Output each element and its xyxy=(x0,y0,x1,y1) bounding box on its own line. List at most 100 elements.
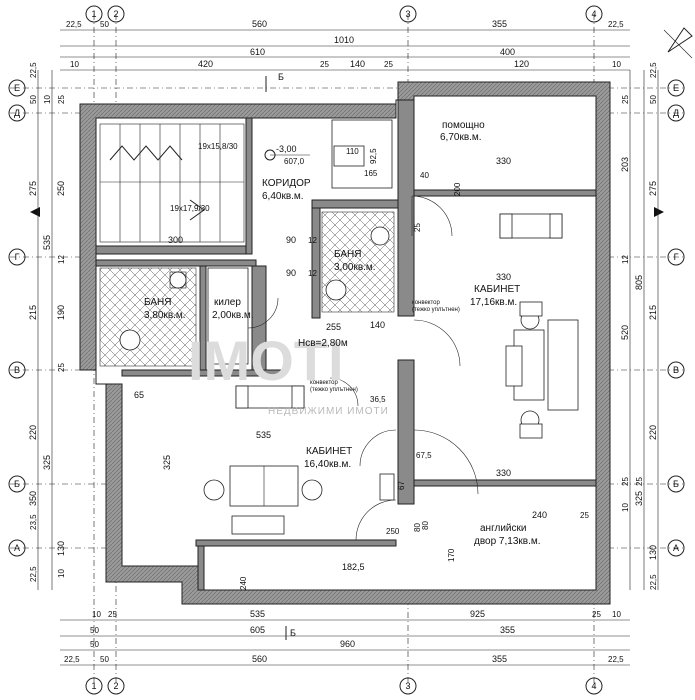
dim-text: 25 xyxy=(621,95,630,104)
dim-text: 36,5 xyxy=(370,395,386,404)
axis-label: В xyxy=(14,365,20,375)
dim-text: 22,5 xyxy=(29,566,38,582)
dim-text: 50 xyxy=(90,640,99,649)
dim-text: 250 xyxy=(386,527,400,536)
bottom-dimensions: 10 25 535 925 25 10 50 605 355 50 960 22… xyxy=(60,609,630,666)
stair-note: 19x17,9/30 xyxy=(170,204,210,213)
dim-text: 120 xyxy=(514,59,529,69)
dim-text: 165 xyxy=(364,169,378,178)
dim-text: 560 xyxy=(252,19,267,29)
room-name: КАБИНЕТ xyxy=(306,446,352,457)
dim-text: 535 xyxy=(256,430,271,440)
dim-text: 25 xyxy=(621,477,630,486)
dim-text: 330 xyxy=(496,468,511,478)
level-sub: 607,0 xyxy=(284,157,305,166)
watermark: IMOTI НЕДВИЖИМИ ИМОТИ xyxy=(188,329,388,417)
dim-text: 220 xyxy=(648,425,658,440)
dim-text: 50 xyxy=(90,626,99,635)
office-furniture-left xyxy=(203,385,395,535)
axis-label: Г xyxy=(674,252,679,262)
dim-text: 10 xyxy=(43,95,52,104)
dim-text: 250 xyxy=(56,181,66,196)
dim-text: 22,5 xyxy=(649,574,658,590)
axis-label: А xyxy=(14,543,20,553)
dim-text: 325 xyxy=(42,455,52,470)
axis-bubbles: 1 2 3 4 1 2 3 4 E Д Г В Б А E Д Г В Б А xyxy=(8,5,685,695)
room-area: 2,00кв.м. xyxy=(212,310,254,321)
dim-text: 67,5 xyxy=(416,451,432,460)
dim-text: 50 xyxy=(29,95,38,104)
north-arrow-icon xyxy=(663,27,693,59)
dim-text: 25 xyxy=(413,223,422,232)
dim-text: 10 xyxy=(70,60,79,69)
dim-text: 90 xyxy=(286,235,296,245)
dim-text: 140 xyxy=(350,59,365,69)
section-mark-label: Б xyxy=(290,628,296,638)
dim-text: 535 xyxy=(42,235,52,250)
axis-label: 1 xyxy=(91,9,96,19)
dim-text: 80 xyxy=(421,521,430,530)
stairs: 19x15,8/30 19x17,9/30 xyxy=(99,123,245,243)
axis-label: В xyxy=(673,365,679,375)
room-labels: помощно 6,70кв.м. КОРИДОР 6,40кв.м. БАНЯ… xyxy=(144,120,541,547)
axis-label: 4 xyxy=(591,681,596,691)
dim-text: 925 xyxy=(470,609,485,619)
dim-text: 25 xyxy=(592,610,601,619)
dim-text: 12 xyxy=(308,236,317,245)
axis-label: Б xyxy=(14,479,20,489)
room-area: 6,70кв.м. xyxy=(440,132,482,143)
room-area: 3,00кв.м. xyxy=(334,262,376,273)
bathroom-fixtures xyxy=(99,119,395,367)
dim-text: 22,5 xyxy=(608,655,624,664)
dim-text: 275 xyxy=(648,181,658,196)
dim-text: 275 xyxy=(28,181,38,196)
dim-text: 22,5 xyxy=(608,20,624,29)
room-name: БАНЯ xyxy=(334,249,361,260)
dim-text: 182,5 xyxy=(342,562,365,572)
dim-text: 50 xyxy=(649,95,658,104)
dim-text: 22,5 xyxy=(649,62,658,78)
level-marker: -3,00 607,0 xyxy=(264,144,310,166)
axis-label: 3 xyxy=(405,9,410,19)
dim-text: 520 xyxy=(620,325,630,340)
dim-text: 610 xyxy=(250,47,265,57)
axis-label: А xyxy=(673,543,679,553)
stair-note: 19x15,8/30 xyxy=(198,142,238,151)
dim-text: 25 xyxy=(57,363,66,372)
dim-text: 203 xyxy=(620,157,630,172)
dim-text: 960 xyxy=(340,639,355,649)
dim-text: 400 xyxy=(500,47,515,57)
dim-text: 300 xyxy=(168,235,183,245)
dim-text: 25 xyxy=(57,95,66,104)
convector-note: (тежко уплътнен) xyxy=(412,307,460,313)
dim-text: 170 xyxy=(447,548,456,562)
dim-text: 325 xyxy=(162,455,172,470)
axis-label: 2 xyxy=(113,9,118,19)
dim-text: 130 xyxy=(648,545,658,560)
dim-text: 330 xyxy=(496,156,511,166)
convector-note: (тежко уплътнен) xyxy=(310,387,358,393)
dim-text: 355 xyxy=(492,654,507,664)
room-name: КОРИДОР xyxy=(262,178,311,189)
dim-text: 50 xyxy=(100,655,109,664)
axis-label: 1 xyxy=(91,681,96,691)
dim-text: 22,5 xyxy=(66,20,82,29)
right-dimensions: 22,5 50 25 275 805 215 520 220 325 130 2… xyxy=(620,62,659,590)
convector-note: конвектор xyxy=(310,380,339,386)
room-area: 17,16кв.м. xyxy=(470,297,517,308)
dim-text: 240 xyxy=(532,510,547,520)
dim-text: 10 xyxy=(57,569,66,578)
dim-text: 560 xyxy=(252,654,267,664)
dim-text: 255 xyxy=(326,322,341,332)
dim-text: 25 xyxy=(384,60,393,69)
room-name: английски xyxy=(480,523,526,534)
dim-text: 355 xyxy=(500,625,515,635)
room-area: 16,40кв.м. xyxy=(304,459,351,470)
dim-text: 25 xyxy=(635,477,644,486)
dim-text: 805 xyxy=(634,275,644,290)
dim-text: 325 xyxy=(634,491,644,506)
room-name: БАНЯ xyxy=(144,297,171,308)
room-name: помощно xyxy=(442,120,485,131)
walls xyxy=(79,81,611,605)
axis-label: 2 xyxy=(113,681,118,691)
